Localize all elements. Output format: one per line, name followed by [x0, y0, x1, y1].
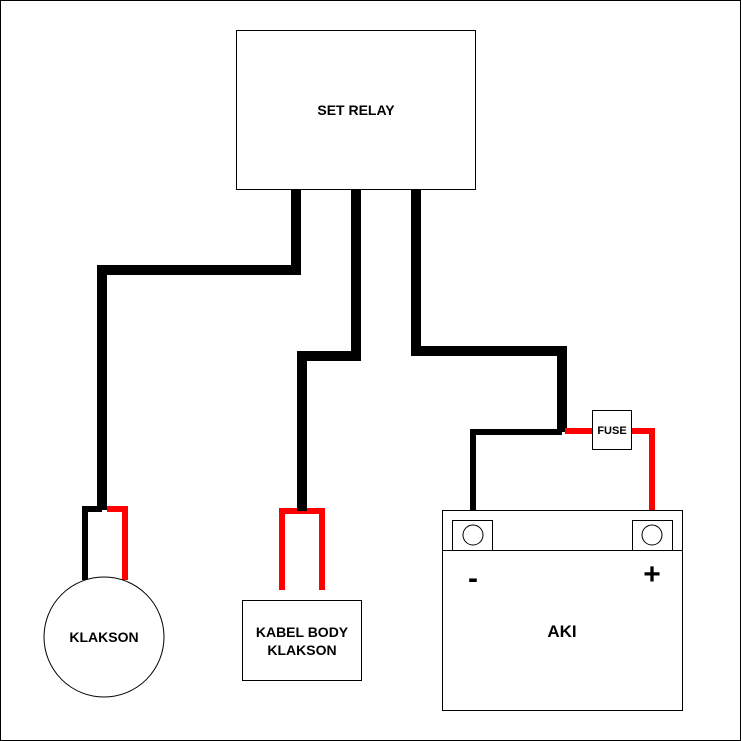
horn-label: KLAKSON: [69, 629, 138, 645]
battery-negative-symbol: -: [468, 562, 478, 595]
relay-label: SET RELAY: [317, 102, 395, 118]
wire-relay-to-battery: [411, 190, 567, 432]
wire-relay-to-body-cable: [297, 190, 361, 510]
wire-relay-to-horn: [97, 190, 301, 510]
body-cable-label-line2: KLAKSON: [267, 642, 336, 658]
wire-junction-to-negative: [470, 429, 562, 521]
relay-box: SET RELAY: [236, 30, 476, 190]
battery-label: AKI: [547, 622, 576, 641]
battery-positive-symbol: +: [643, 558, 661, 591]
horn-body-cable-box: KABEL BODY KLAKSON: [242, 600, 362, 681]
battery-positive-terminal: [632, 520, 673, 551]
horn: KLAKSON: [43, 576, 165, 698]
fuse-label: FUSE: [597, 425, 626, 437]
body-cable-label-line1: KABEL BODY: [256, 624, 349, 640]
wire-fuse-to-positive: [632, 428, 655, 521]
fuse: FUSE: [592, 410, 632, 450]
battery-negative-terminal: [452, 520, 493, 551]
wire-horn-black-lead: [82, 506, 102, 580]
black-wires: [97, 190, 567, 510]
wire-horn-red-lead: [107, 506, 128, 580]
battery: - + AKI: [442, 510, 683, 711]
